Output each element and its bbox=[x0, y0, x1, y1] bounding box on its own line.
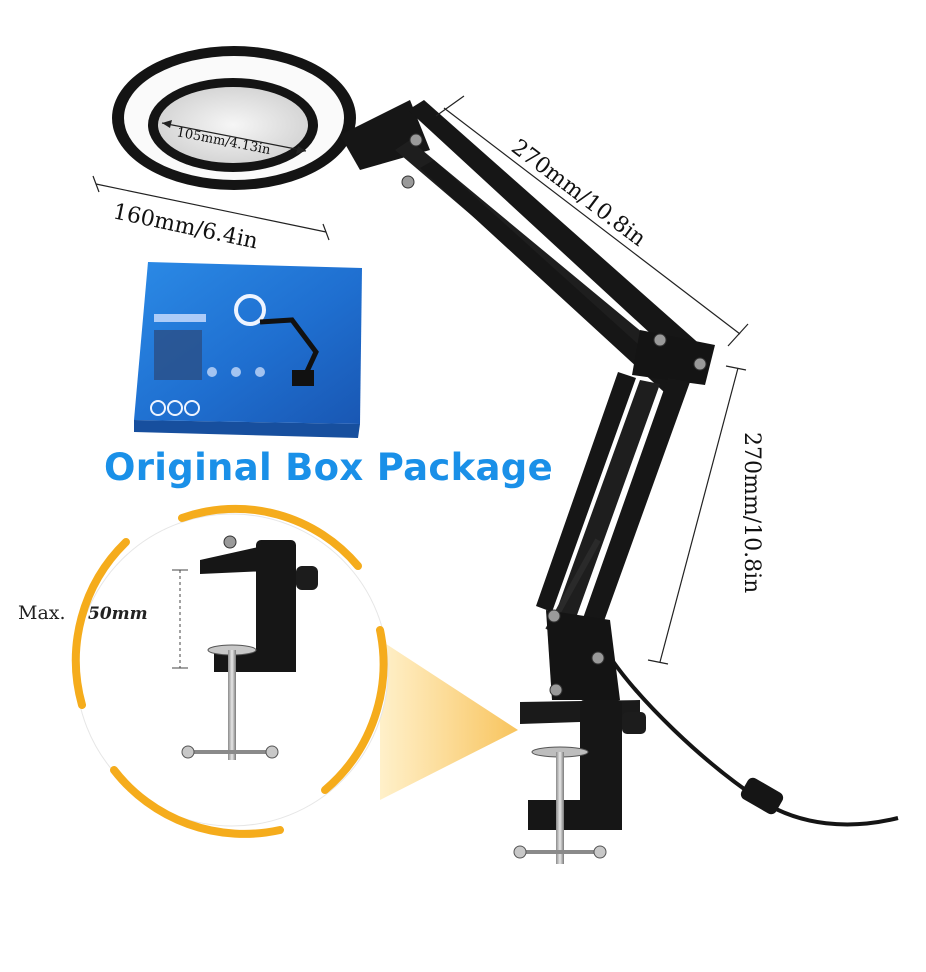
swing-arm bbox=[340, 100, 715, 700]
head-width-label: 160mm/6.4in bbox=[111, 199, 260, 254]
clamp-max-value: 50mm bbox=[88, 604, 148, 624]
box-package bbox=[134, 262, 362, 438]
box-caption: Original Box Package bbox=[104, 446, 553, 489]
dimension-lines bbox=[92, 95, 749, 665]
clamp-callout bbox=[71, 504, 389, 838]
clamp-max-label: Max. bbox=[18, 602, 66, 624]
callout-beam bbox=[380, 640, 518, 800]
desk-clamp bbox=[513, 700, 646, 864]
inline-switch bbox=[740, 777, 784, 815]
magnifier-head bbox=[112, 46, 356, 190]
lower-arm-label: 270mm/10.8in bbox=[739, 432, 764, 593]
